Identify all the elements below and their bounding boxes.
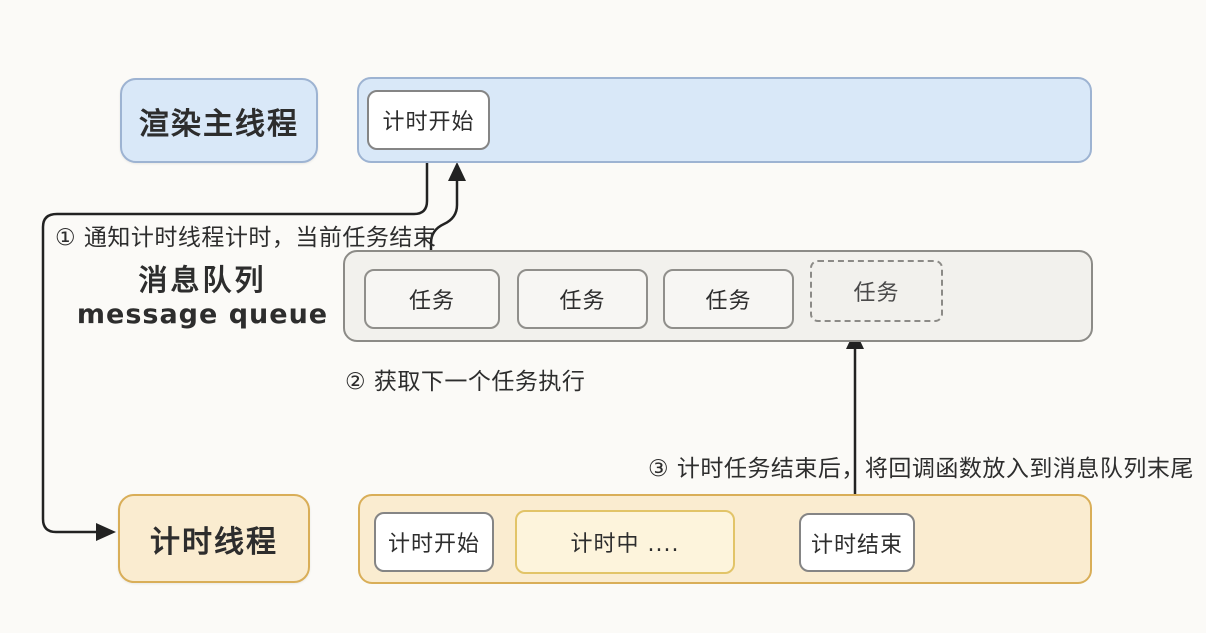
task-box-3: 任务 — [663, 269, 794, 329]
timer-start-box-bottom: 计时开始 — [374, 512, 494, 572]
timer-thread-lane: 计时开始 计时中 .... 计时结束 — [358, 494, 1092, 584]
timer-start-box-top: 计时开始 — [367, 90, 490, 150]
task-3-label: 任务 — [705, 289, 752, 314]
timer-running-label: 计时中 .... — [570, 532, 680, 557]
message-queue-label: 消息队列 message queue — [60, 262, 345, 332]
step1-annotation: ① 通知计时线程计时，当前任务结束 — [55, 225, 437, 251]
timer-end-label: 计时结束 — [810, 532, 903, 558]
arrowhead-into-render-lane — [448, 162, 466, 181]
timer-start-bottom-label: 计时开始 — [387, 532, 480, 557]
render-main-thread-label: 渲染主线程 — [139, 106, 299, 142]
timer-thread-box: 计时线程 — [118, 494, 310, 583]
message-queue-label-en: message queue — [76, 299, 329, 330]
task-box-2: 任务 — [517, 269, 648, 329]
render-main-thread-box: 渲染主线程 — [120, 78, 318, 163]
step3-annotation: ③ 计时任务结束后，将回调函数放入到消息队列末尾 — [648, 456, 1194, 482]
task-4-label: 任务 — [853, 281, 900, 306]
timer-start-top-label: 计时开始 — [382, 110, 475, 135]
arrowhead-into-timer-thread — [96, 523, 116, 541]
task-box-1: 任务 — [364, 269, 500, 329]
timer-thread-label: 计时线程 — [150, 524, 278, 560]
task-box-4-pending: 任务 — [810, 260, 943, 322]
timer-end-box: 计时结束 — [799, 513, 915, 572]
task-2-label: 任务 — [559, 289, 606, 314]
message-queue-lane: 任务 任务 任务 任务 — [343, 250, 1093, 342]
task-1-label: 任务 — [408, 289, 455, 314]
message-queue-label-zh: 消息队列 — [138, 263, 267, 297]
render-thread-lane: 计时开始 — [357, 77, 1092, 163]
step2-annotation: ② 获取下一个任务执行 — [345, 369, 586, 395]
timer-running-box: 计时中 .... — [515, 510, 735, 574]
